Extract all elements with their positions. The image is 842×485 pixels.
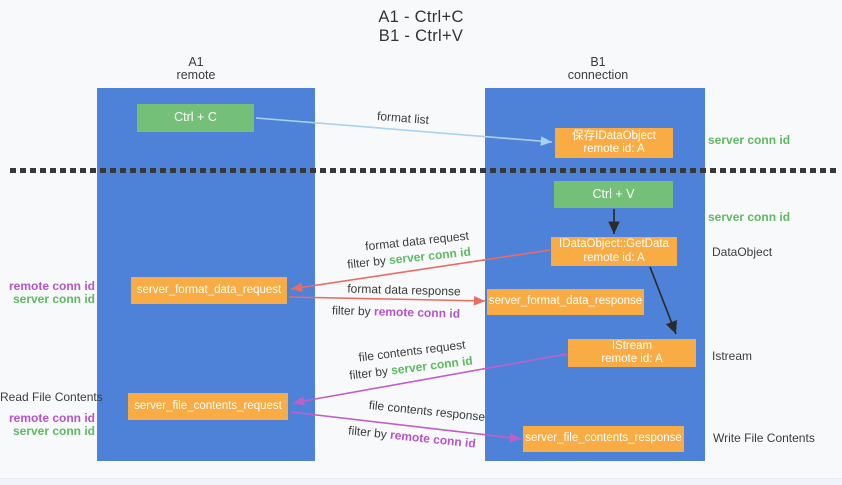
format-data-response-label: format data response [347,281,461,299]
server-conn-id-annotation-left-top: server conn id [12,292,95,306]
title-line-2: B1 - Ctrl+V [378,27,464,45]
server-file-contents-response-node: server_file_contents_response [523,426,684,452]
filter-by-text: filter by [331,303,371,319]
server-file-contents-request-label: server_file_contents_request [134,399,282,412]
file-contents-response-label: file contents response [368,397,486,425]
save-idataobject-node: 保存IDataObject remote id: A [555,128,673,158]
ctrl-v-node: Ctrl + V [554,181,673,208]
lane-b1-name: B1 [590,55,606,69]
server-file-contents-request-node: server_file_contents_request [128,393,288,420]
lane-header-a1: A1 remote [177,56,216,82]
lane-b1-role: connection [567,68,629,82]
istream-node: IStream remote id: A [568,339,696,367]
server-format-data-request-node: server_format_data_request [131,277,287,304]
format-list-label: format list [376,108,430,128]
filter-by-text: filter by [347,423,388,442]
server-conn-id-annotation-top: server conn id [708,133,791,147]
filter-by-text: filter by [348,363,389,383]
getdata-line1: IDataObject::GetData [559,238,669,250]
server-conn-id-annotation-mid: server conn id [708,210,791,224]
lane-a1-name: A1 [188,55,204,69]
ctrl-c-node: Ctrl + C [137,104,254,132]
remote-conn-id-annotation-left-bottom: remote conn id [8,411,95,425]
server-format-data-request-label: server_format_data_request [136,283,282,296]
getdata-line2: remote id: A [583,251,645,264]
remote-conn-id-annotation-left-top: remote conn id [8,279,95,293]
server-format-data-response-node: server_format_data_response [487,289,644,315]
istream-annotation: Istream [712,349,753,363]
filter-by-remote-conn-id-label-1: filter by remote conn id [332,303,460,320]
ctrl-v-label: Ctrl + V [592,186,635,201]
read-file-contents-annotation: Read File Contents [0,390,103,404]
dataobject-annotation: DataObject [712,245,773,259]
istream-line2: remote id: A [601,353,663,365]
lane-a1-role: remote [176,68,216,82]
server-conn-id-annotation-left-bottom: server conn id [12,424,95,438]
server-format-data-response-label: server_format_data_response [488,295,643,308]
bottom-edge-strip [0,478,842,485]
network-boundary-divider [10,168,838,173]
filter-by-text: filter by [346,253,387,272]
remote-conn-id-text: remote conn id [389,427,477,451]
server-file-contents-response-label: server_file_contents_response [525,432,682,445]
title-line-1: A1 - Ctrl+C [378,8,464,26]
idataobject-getdata-node: IDataObject::GetData remote id: A [551,237,677,266]
save-idataobject-line2: remote id: A [583,143,645,155]
diagram-title: A1 - Ctrl+C B1 - Ctrl+V [0,8,842,46]
remote-conn-id-text: remote conn id [373,304,461,321]
filter-by-remote-conn-id-label-2: filter by remote conn id [348,423,477,450]
lane-header-b1: B1 connection [568,56,628,82]
istream-line1: IStream [611,339,653,352]
save-idataobject-line1: 保存IDataObject [572,129,656,142]
ctrl-c-label: Ctrl + C [174,110,217,125]
write-file-contents-annotation: Write File Contents [713,431,815,445]
